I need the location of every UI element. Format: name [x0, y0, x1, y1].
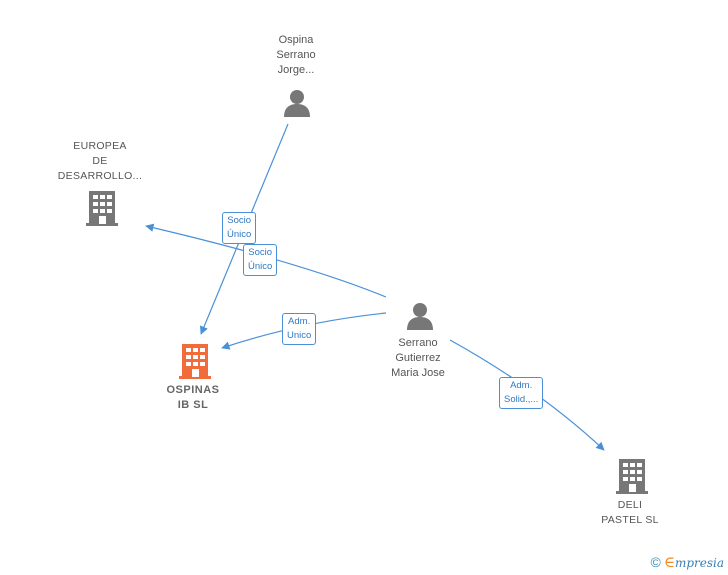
node-label-serrano-maria[interactable]: Serrano Gutierrez Maria Jose [391, 337, 445, 379]
building-icon[interactable] [86, 191, 118, 226]
empresia-logo: ∈mpresia [663, 553, 724, 571]
building-icon[interactable] [616, 459, 648, 494]
brand-footer: © ∈mpresia [651, 553, 725, 571]
person-icon[interactable] [284, 90, 310, 117]
edge-maria-to-europea[interactable] [145, 223, 387, 298]
copyright-icon: © [650, 554, 661, 570]
node-label-ospina-jorge[interactable]: Ospina Serrano Jorge... [276, 34, 316, 76]
node-label-ospinas-ib[interactable]: OSPINAS IB SL [166, 384, 220, 411]
edge-label-adm-unico[interactable]: Adm. Unico [282, 313, 317, 345]
node-label-europea[interactable]: EUROPEA DE DESARROLLO... [57, 140, 143, 182]
person-icon[interactable] [407, 303, 433, 330]
building-icon-highlighted[interactable] [179, 344, 211, 379]
node-label-deli-pastel[interactable]: DELI PASTEL SL [601, 499, 659, 526]
edge-label-socio-unico[interactable]: Socio Único [243, 244, 278, 276]
edge-label-socio-unico[interactable]: Socio Único [222, 212, 257, 244]
edge-label-adm-solid[interactable]: Adm. Solid.,... [499, 377, 544, 409]
